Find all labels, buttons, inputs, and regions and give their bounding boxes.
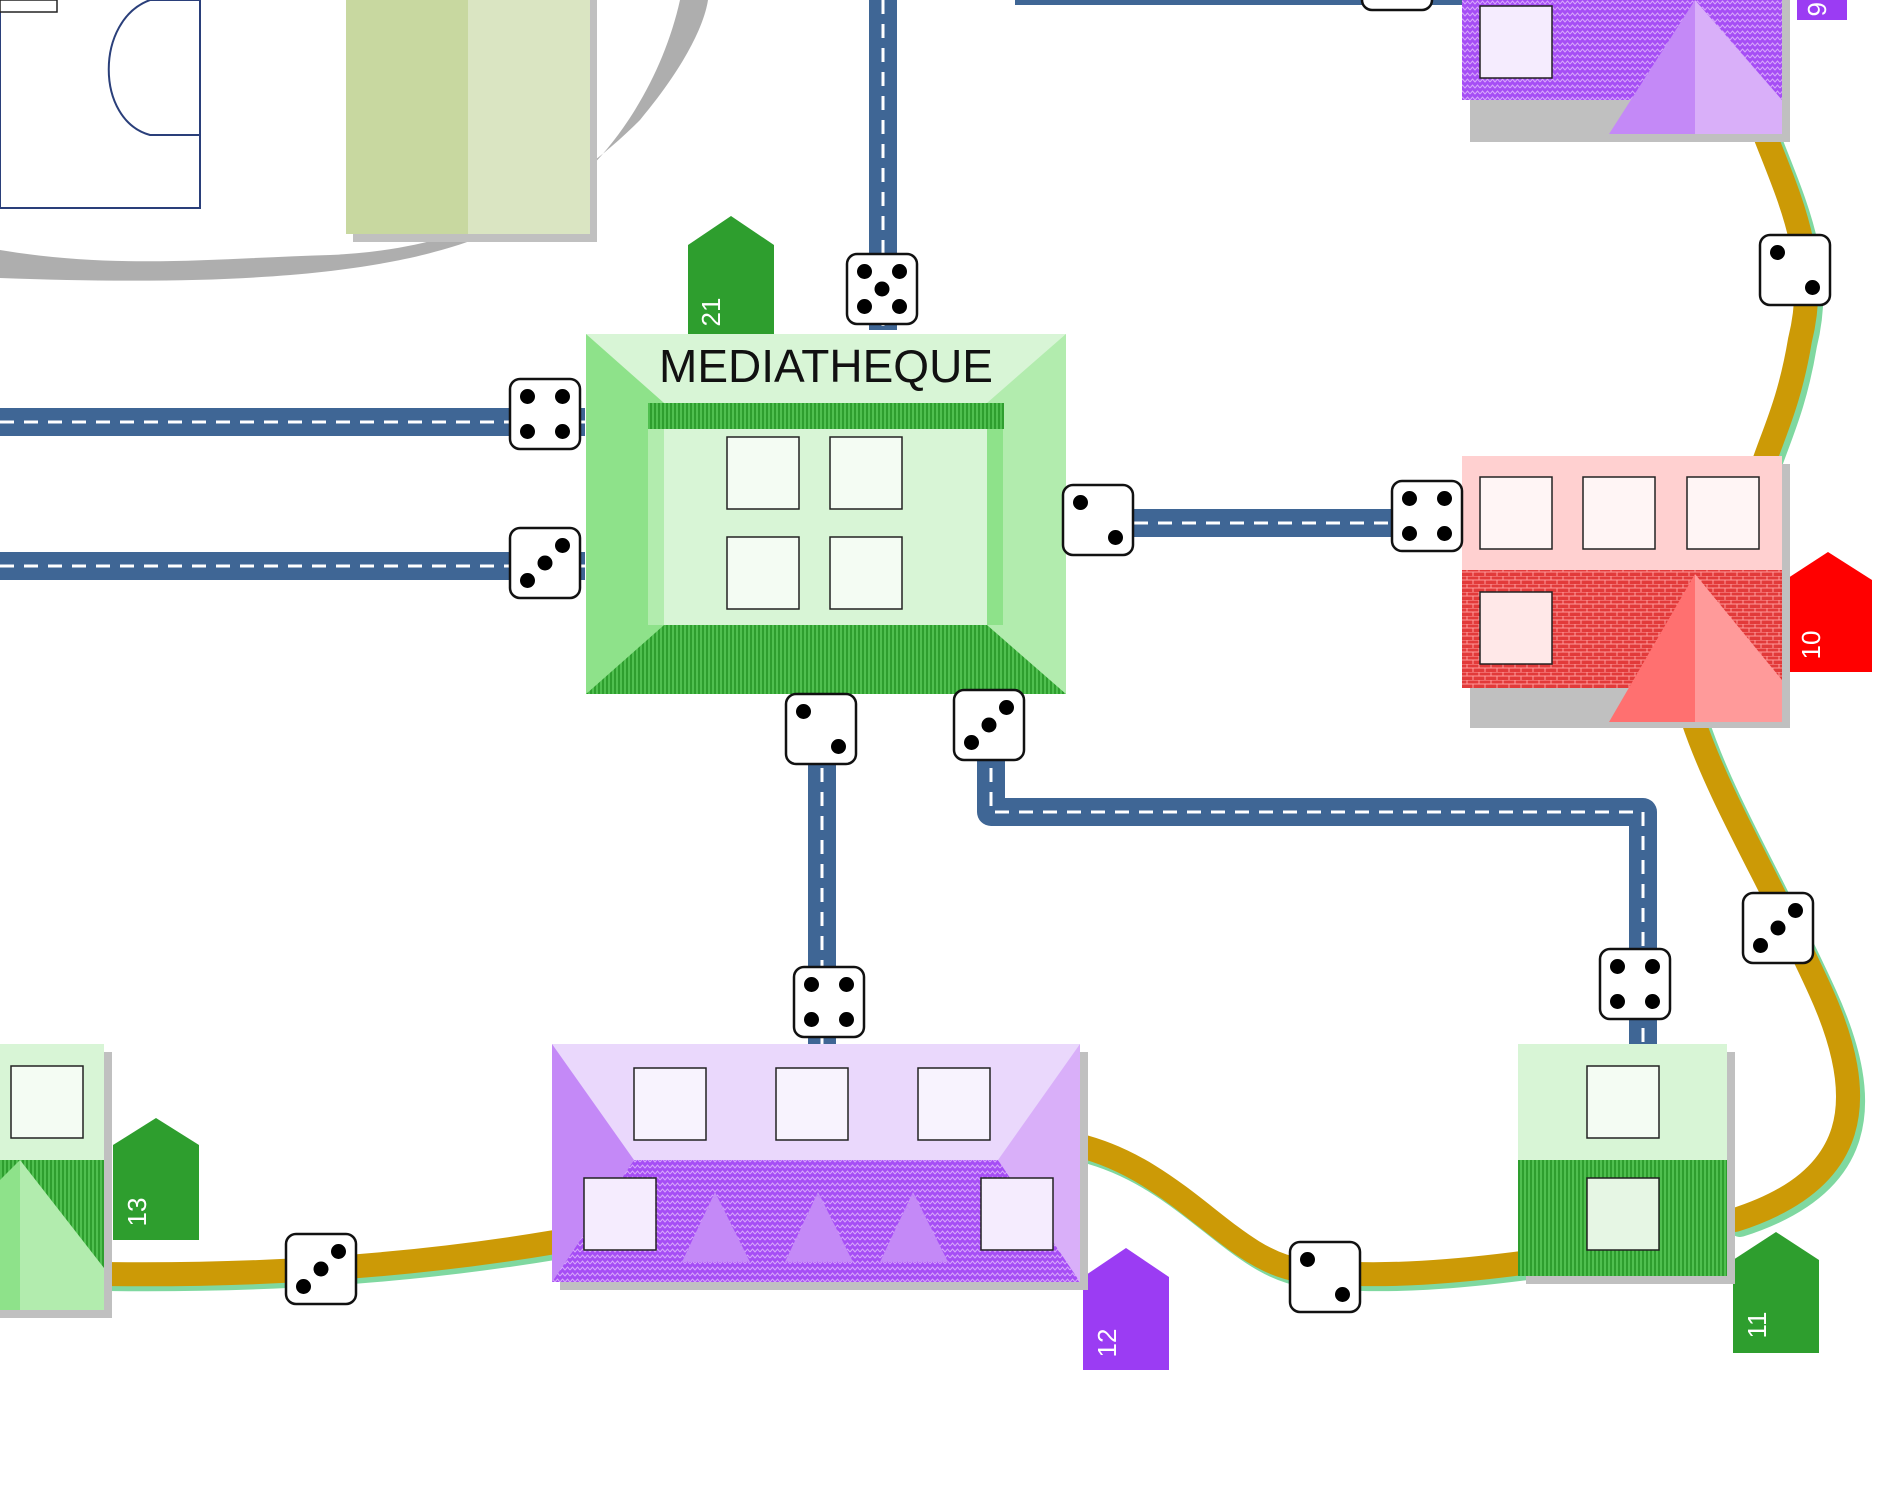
flag-13-number: 13 xyxy=(122,1198,152,1227)
die-pip xyxy=(831,739,846,754)
green-house-right-building[interactable] xyxy=(1518,1044,1735,1284)
die-pip xyxy=(804,1012,819,1027)
die-pip xyxy=(839,977,854,992)
die-face xyxy=(1390,479,1464,553)
die-pip xyxy=(537,555,553,571)
die-face xyxy=(784,692,858,766)
die-pip xyxy=(1610,959,1625,974)
walking-paths xyxy=(88,118,1866,1292)
dice-layer xyxy=(284,0,1832,1314)
flag-12: 12 xyxy=(1083,1248,1169,1370)
sports-field-outline xyxy=(0,0,201,209)
die-pip xyxy=(839,1012,854,1027)
die-pip xyxy=(1335,1287,1350,1302)
flag-21-number: 21 xyxy=(696,298,726,327)
die-pip xyxy=(804,977,819,992)
mediatheque-building[interactable]: MEDIATHEQUE xyxy=(586,334,1066,694)
die-pip xyxy=(857,299,872,314)
die-pip xyxy=(999,700,1014,715)
die-face xyxy=(1288,1240,1362,1314)
die-mediatheque-right[interactable] xyxy=(1061,483,1135,557)
flag-10: 10 xyxy=(1785,552,1872,672)
purple-house-top-building[interactable] xyxy=(1462,0,1790,142)
die-pip xyxy=(857,264,872,279)
die-pip xyxy=(555,538,570,553)
olive-building xyxy=(346,0,597,242)
die-pip xyxy=(1753,938,1768,953)
die-pip xyxy=(981,717,997,733)
die-face xyxy=(1758,233,1832,307)
die-pip xyxy=(520,424,535,439)
die-mediatheque-left-lower[interactable] xyxy=(508,526,582,600)
flag-9: 9 xyxy=(1797,0,1847,20)
die-pip xyxy=(1770,920,1786,936)
die-pip xyxy=(296,1279,311,1294)
die-pip xyxy=(1788,903,1803,918)
die-face xyxy=(508,377,582,451)
die-pip xyxy=(1073,495,1088,510)
die-bottom-path-left[interactable] xyxy=(284,1232,358,1306)
die-pip xyxy=(555,424,570,439)
flag-21: 21 xyxy=(688,216,774,340)
green-house-left-building[interactable] xyxy=(0,1044,112,1318)
die-pip xyxy=(892,264,907,279)
red-house-building[interactable] xyxy=(1462,456,1790,728)
die-green-house-top[interactable] xyxy=(1598,947,1672,1021)
flag-11-number: 11 xyxy=(1742,1312,1772,1339)
die-pip xyxy=(1402,491,1417,506)
die-face xyxy=(1598,947,1672,1021)
flag-12-number: 12 xyxy=(1092,1329,1122,1358)
mediatheque-label: MEDIATHEQUE xyxy=(659,340,993,392)
die-red-house-left[interactable] xyxy=(1390,479,1464,553)
die-pip xyxy=(1805,280,1820,295)
flag-10-number: 10 xyxy=(1796,631,1826,660)
die-right-path-top[interactable] xyxy=(1758,233,1832,307)
die-pip xyxy=(964,735,979,750)
die-pip xyxy=(1645,994,1660,1009)
die-mediatheque-bottom-right[interactable] xyxy=(952,688,1026,762)
die-face xyxy=(792,965,866,1039)
die-mediatheque-top[interactable] xyxy=(845,252,919,326)
die-mediatheque-left-upper[interactable] xyxy=(508,377,582,451)
die-pip xyxy=(1108,530,1123,545)
die-pip xyxy=(555,389,570,404)
die-school-top[interactable] xyxy=(792,965,866,1039)
die-pip xyxy=(1402,526,1417,541)
flag-11: 11 xyxy=(1733,1232,1819,1353)
die-pip xyxy=(520,389,535,404)
flag-13: 13 xyxy=(113,1118,199,1240)
die-pip xyxy=(1300,1252,1315,1267)
die-face xyxy=(1061,483,1135,557)
die-bottom-path-right[interactable] xyxy=(1288,1240,1362,1314)
die-pip xyxy=(331,1244,346,1259)
die-mediatheque-bottom-left[interactable] xyxy=(784,692,858,766)
die-top-edge[interactable] xyxy=(1360,0,1434,12)
die-pip xyxy=(313,1261,329,1277)
die-pip xyxy=(1437,491,1452,506)
die-pip xyxy=(796,704,811,719)
die-pip xyxy=(892,299,907,314)
die-pip xyxy=(1610,994,1625,1009)
die-face xyxy=(1360,0,1434,12)
purple-school-building[interactable] xyxy=(552,1044,1088,1290)
die-pip xyxy=(1770,245,1785,260)
die-pip xyxy=(520,573,535,588)
die-right-path-middle[interactable] xyxy=(1741,891,1815,965)
die-pip xyxy=(874,281,890,297)
die-pip xyxy=(1437,526,1452,541)
die-pip xyxy=(1645,959,1660,974)
flag-9-number: 9 xyxy=(1802,2,1832,16)
